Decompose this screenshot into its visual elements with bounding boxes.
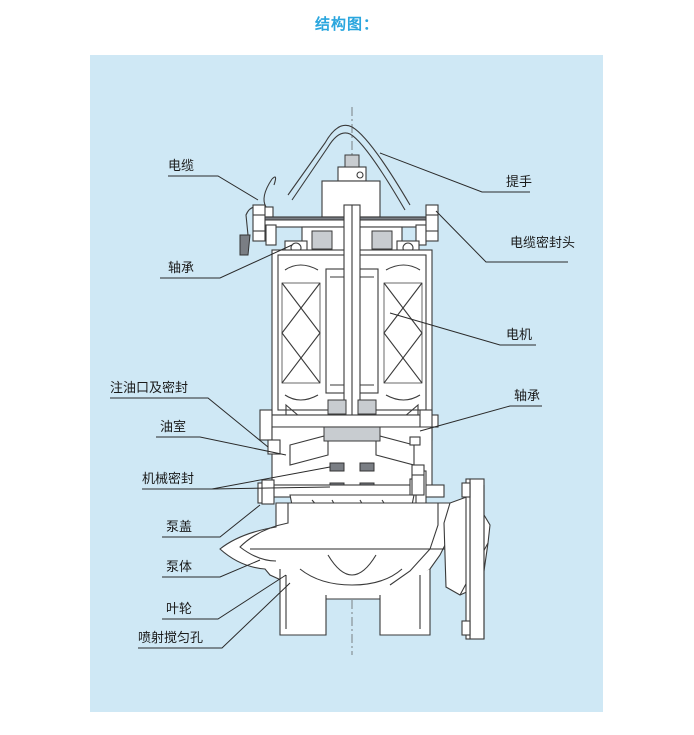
structure-diagram-panel: 电缆 轴承 注油口及密封 油室 机械密封 泵盖 泵体 叶轮 喷射搅匀孔 提手 电… [90,55,603,712]
label-bearing-upper: 轴承 [168,261,194,276]
label-oil-chamber: 油室 [160,419,186,435]
label-mech-seal: 机械密封 [142,471,194,487]
leader-jet-hole [138,582,291,649]
leader-cable-seal-head [435,210,568,263]
mech-seal-upper [329,462,345,472]
label-motor: 电机 [506,328,532,343]
part-labels: 电缆 轴承 注油口及密封 油室 机械密封 泵盖 泵体 叶轮 喷射搅匀孔 提手 电… [110,158,575,646]
label-pump-body: 泵体 [166,560,192,575]
pump-drawing [219,107,491,655]
stator-winding-left [281,282,321,384]
label-pump-cover: 泵盖 [166,520,192,535]
leader-mech-seal-2 [211,486,331,490]
leader-pump-cover [162,504,261,538]
page-title: 结构图： [314,15,379,33]
leader-oil-inlet [110,397,269,448]
leader-cable [168,175,259,201]
leader-lines [110,152,568,649]
middle-flange [265,414,439,428]
lower-bearing [327,399,347,415]
leader-bearing-lower [419,405,542,432]
label-handle: 提手 [506,174,532,190]
leader-bearing-upper [160,244,293,279]
label-impeller: 叶轮 [166,602,192,617]
label-bearing-lower: 轴承 [514,389,540,404]
label-jet-hole: 喷射搅匀孔 [138,630,203,646]
leader-pump-body [162,559,261,578]
label-oil-inlet-seal: 注油口及密封 [110,380,188,396]
pump-structure-diagram: 电缆 轴承 注油口及密封 油室 机械密封 泵盖 泵体 叶轮 喷射搅匀孔 提手 电… [90,55,603,712]
stator-winding-right [383,282,423,384]
label-cable: 电缆 [168,158,194,174]
leader-oil-chamber [156,436,287,456]
label-cable-seal-head: 电缆密封头 [510,235,575,251]
leader-motor [389,312,536,346]
outlet-flange [469,478,485,640]
leader-impeller [162,574,287,620]
leader-handle [379,152,530,193]
pump-base [279,569,327,636]
